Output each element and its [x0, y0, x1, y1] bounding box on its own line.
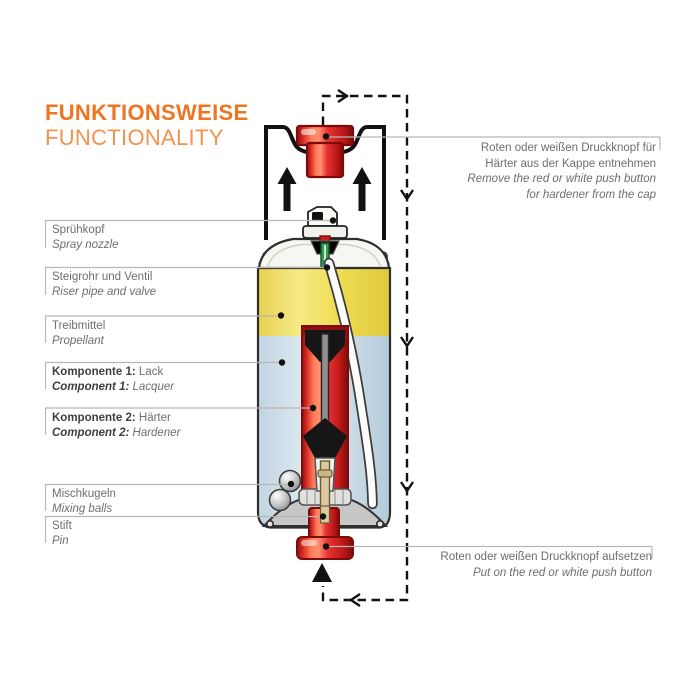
leader-dots	[277, 133, 337, 550]
annotation-remove-push-button: Roten oder weißen Druckknopf für Härter …	[467, 142, 656, 201]
label-spray-nozzle: Sprühkopf Spray nozzle	[52, 224, 119, 251]
label-propellant: Treibmittel Propellant	[52, 320, 106, 347]
leader-lines	[44, 136, 661, 559]
cap-up-arrows	[277, 167, 372, 211]
spray-nozzle	[302, 206, 348, 239]
page-title: FUNKTIONSWEISE FUNCTIONALITY	[45, 100, 248, 150]
up-arrow-icon	[277, 167, 297, 211]
valve	[310, 235, 340, 269]
nozzle-hole	[312, 212, 323, 221]
label-component-1: Komponente 1: Lack Component 1: Lacquer	[52, 366, 175, 393]
propellant-layer	[259, 264, 389, 336]
removed-cap	[264, 124, 386, 240]
label-component-2: Komponente 2: Härter Component 2: Harden…	[52, 412, 181, 439]
motion-arrow-down-icon	[400, 336, 414, 349]
title-german: FUNKTIONSWEISE	[45, 100, 249, 125]
motion-arrow-left-icon	[348, 593, 361, 607]
label-mixing-balls: Mischkugeln Mixing balls	[52, 488, 116, 515]
spray-can	[256, 206, 392, 582]
dashed-motion-path	[321, 89, 414, 607]
top-push-button	[295, 124, 355, 179]
label-riser-pipe-valve: Steigrohr und Ventil Riser pipe and valv…	[52, 271, 157, 298]
annotation-put-on-push-button: Roten oder weißen Druckknopf aufsetzen P…	[440, 551, 652, 579]
riser-pipe	[323, 257, 378, 510]
motion-arrow-down-icon	[400, 481, 414, 494]
hardener-cartridge	[298, 325, 352, 542]
bottom-up-arrow-icon	[312, 563, 332, 582]
motion-arrow-right-icon	[337, 89, 350, 103]
title-english: FUNCTIONALITY	[45, 125, 224, 150]
label-pin: Stift Pin	[52, 520, 72, 547]
motion-arrow-down-icon	[400, 189, 414, 202]
up-arrow-icon	[352, 167, 372, 211]
